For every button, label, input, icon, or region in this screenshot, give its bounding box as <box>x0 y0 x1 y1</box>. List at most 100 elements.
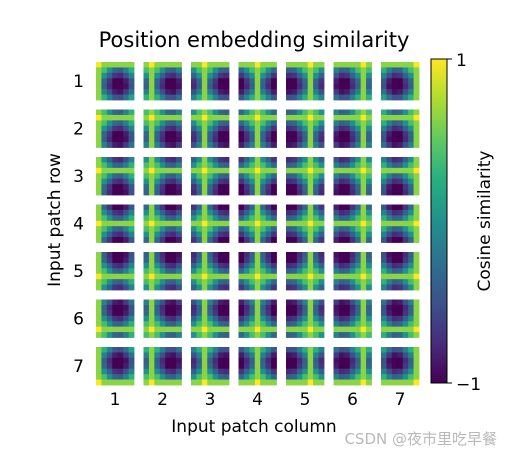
tile-cell <box>265 131 272 138</box>
tile-cell <box>148 184 155 190</box>
tile-cell <box>302 67 309 74</box>
tile-cell <box>338 252 345 258</box>
tile-cell <box>381 142 387 148</box>
tile-cell <box>207 120 214 127</box>
tile-cell <box>386 189 393 196</box>
tile-cell <box>381 184 387 190</box>
tile-cell <box>218 189 224 196</box>
tile-cell <box>196 209 203 216</box>
tile-cell <box>123 257 129 264</box>
tile-cell <box>391 268 398 275</box>
tile-cell <box>260 262 267 269</box>
tile-cell <box>128 368 135 375</box>
tile-cell <box>176 326 182 333</box>
colorbar-gradient <box>430 58 448 384</box>
tile-cell <box>260 332 267 338</box>
tile-r1-c7 <box>381 62 420 101</box>
tile-cell <box>101 125 108 132</box>
tile-cell <box>191 257 197 264</box>
tile-cell <box>318 379 325 386</box>
tile-cell <box>159 237 166 243</box>
tile-cell <box>218 368 224 375</box>
column-tick-label: 5 <box>300 390 311 410</box>
tile-cell <box>196 131 203 138</box>
tile-cell <box>101 252 108 258</box>
tile-cell <box>123 215 129 222</box>
tile-cell <box>265 368 272 375</box>
tile-cell <box>106 62 113 68</box>
tile-cell <box>106 279 113 285</box>
tile-cell <box>249 374 256 380</box>
tile-cell <box>260 209 267 216</box>
tile-cell <box>386 347 393 353</box>
tile-cell <box>413 252 420 258</box>
tile-cell <box>117 321 124 328</box>
tile-cell <box>154 326 161 333</box>
tile-cell <box>381 94 387 101</box>
tile-cell <box>296 299 303 306</box>
tile-cell <box>397 321 404 328</box>
tile-cell <box>112 136 119 143</box>
tile-cell <box>191 374 197 380</box>
tile-cell <box>381 310 387 317</box>
tile-cell <box>143 157 150 163</box>
tile-cell <box>360 279 367 285</box>
tile-cell <box>397 167 404 174</box>
tile-cell <box>218 363 224 370</box>
tile-cell <box>360 173 367 180</box>
tile-cell <box>391 284 398 291</box>
tile-cell <box>154 189 161 196</box>
tile-cell <box>296 109 303 116</box>
tile-cell <box>176 78 182 85</box>
tile-cell <box>249 83 256 90</box>
tile-cell <box>271 363 277 370</box>
tile-cell <box>349 257 356 264</box>
tile-cell <box>101 178 108 185</box>
tile-cell <box>238 357 245 364</box>
tile-cell <box>218 89 224 95</box>
tile-cell <box>159 379 166 386</box>
tile-cell <box>360 284 367 291</box>
tile-r5-c4 <box>238 252 277 291</box>
tile-cell <box>296 273 303 280</box>
tile-cell <box>191 72 197 79</box>
tile-cell <box>117 284 124 291</box>
tile-cell <box>159 268 166 275</box>
tile-cell <box>408 109 414 116</box>
tile-cell <box>286 120 292 127</box>
tile-cell <box>223 332 230 338</box>
tile-cell <box>286 237 292 243</box>
tile-cell <box>238 374 245 380</box>
tile-cell <box>106 299 113 306</box>
tile-cell <box>112 167 119 174</box>
tile-cell <box>143 363 150 370</box>
tile-cell <box>128 136 135 143</box>
tile-cell <box>307 173 314 180</box>
tile-cell <box>101 262 108 269</box>
tile-cell <box>265 357 272 364</box>
tile-cell <box>117 94 124 101</box>
tile-cell <box>408 252 414 258</box>
tile-cell <box>238 352 245 359</box>
tile-cell <box>265 184 272 190</box>
tile-cell <box>238 67 245 74</box>
tile-cell <box>307 209 314 216</box>
tile-cell <box>101 157 108 163</box>
tile-cell <box>123 131 129 138</box>
tile-cell <box>254 257 261 264</box>
tile-cell <box>296 157 303 163</box>
tile-cell <box>349 268 356 275</box>
tile-cell <box>333 62 340 68</box>
tile-cell <box>112 173 119 180</box>
tile-cell <box>313 184 319 190</box>
tile-cell <box>360 72 367 79</box>
tile-cell <box>196 136 203 143</box>
tile-cell <box>291 310 298 317</box>
tile-cell <box>254 189 261 196</box>
tile-cell <box>302 262 309 269</box>
tile-cell <box>318 252 325 258</box>
tile-cell <box>218 114 224 121</box>
tile-cell <box>265 363 272 370</box>
tile-cell <box>165 357 172 364</box>
tile-cell <box>254 262 261 269</box>
